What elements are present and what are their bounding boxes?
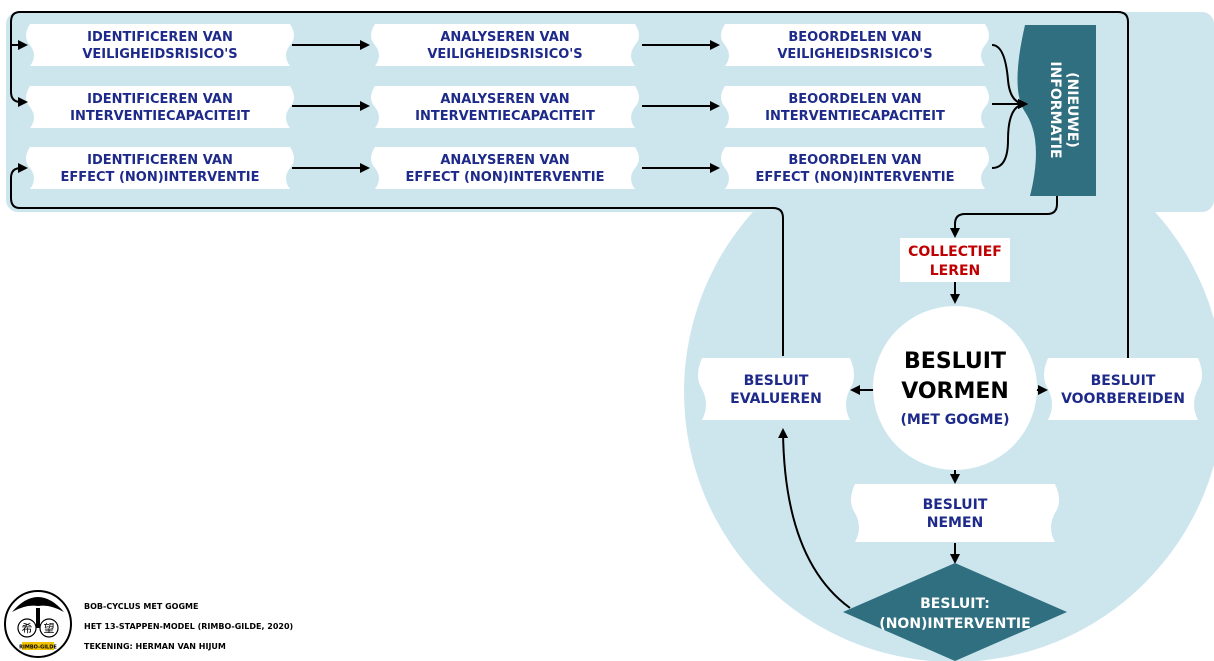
step-r2-c2-shape [371, 86, 639, 128]
decision-diamond: BESLUIT:(NON)INTERVENTIE [843, 563, 1067, 661]
logo-glyph-1: 希 [22, 621, 33, 635]
center-line1: BESLUIT [904, 349, 1006, 374]
info-tab-label: (NIEUWE)INFORMATIE [1047, 61, 1080, 158]
besluit-evalueren-shape [698, 358, 854, 420]
credit-line-3: TEKENING: HERMAN VAN HIJUM [84, 642, 226, 651]
credit-line-2: HET 13-STAPPEN-MODEL (RIMBO-GILDE, 2020) [84, 622, 294, 631]
info-tab: (NIEUWE)INFORMATIE [1017, 25, 1096, 196]
besluit-voorbereiden-shape [1044, 358, 1202, 420]
logo-caption: RIMBO-GILDE [19, 645, 57, 651]
step-r3-c3-shape [721, 147, 989, 189]
step-r2-c3-shape [721, 86, 989, 128]
besluit-nemen-shape [851, 484, 1059, 542]
step-r3-c2-shape [371, 147, 639, 189]
connectors [10, 11, 1129, 609]
diamond-to-evalueren [778, 428, 851, 609]
step-r3-c1-shape [26, 147, 294, 189]
step-r1-c2-shape [371, 24, 639, 66]
beoordelen-to-info-3 [991, 99, 1028, 169]
rimbo-gilde-logo: 希 望 RIMBO-GILDE [4, 590, 72, 658]
step-r1-c3-shape [721, 24, 989, 66]
evalueren-feedback-line [10, 163, 784, 356]
step-r1-c1-shape [26, 24, 294, 66]
center-line3: (MET GOGME) [900, 412, 1009, 428]
beoordelen-to-info-1 [991, 44, 1028, 109]
credits: BOB-CYCLUS MET GOGME HET 13-STAPPEN-MODE… [84, 597, 293, 657]
loop-top-line [10, 11, 1129, 358]
center-circle: BESLUIT VORMEN (MET GOGME) [873, 306, 1037, 470]
info-to-collectief [950, 196, 1058, 238]
diamond-label: BESLUIT:(NON)INTERVENTIE [879, 596, 1030, 632]
step-r2-c1-shape [26, 86, 294, 128]
logo-glyph-2: 望 [44, 622, 55, 635]
center-line2: VORMEN [901, 379, 1009, 404]
credit-line-1: BOB-CYCLUS MET GOGME [84, 602, 199, 611]
